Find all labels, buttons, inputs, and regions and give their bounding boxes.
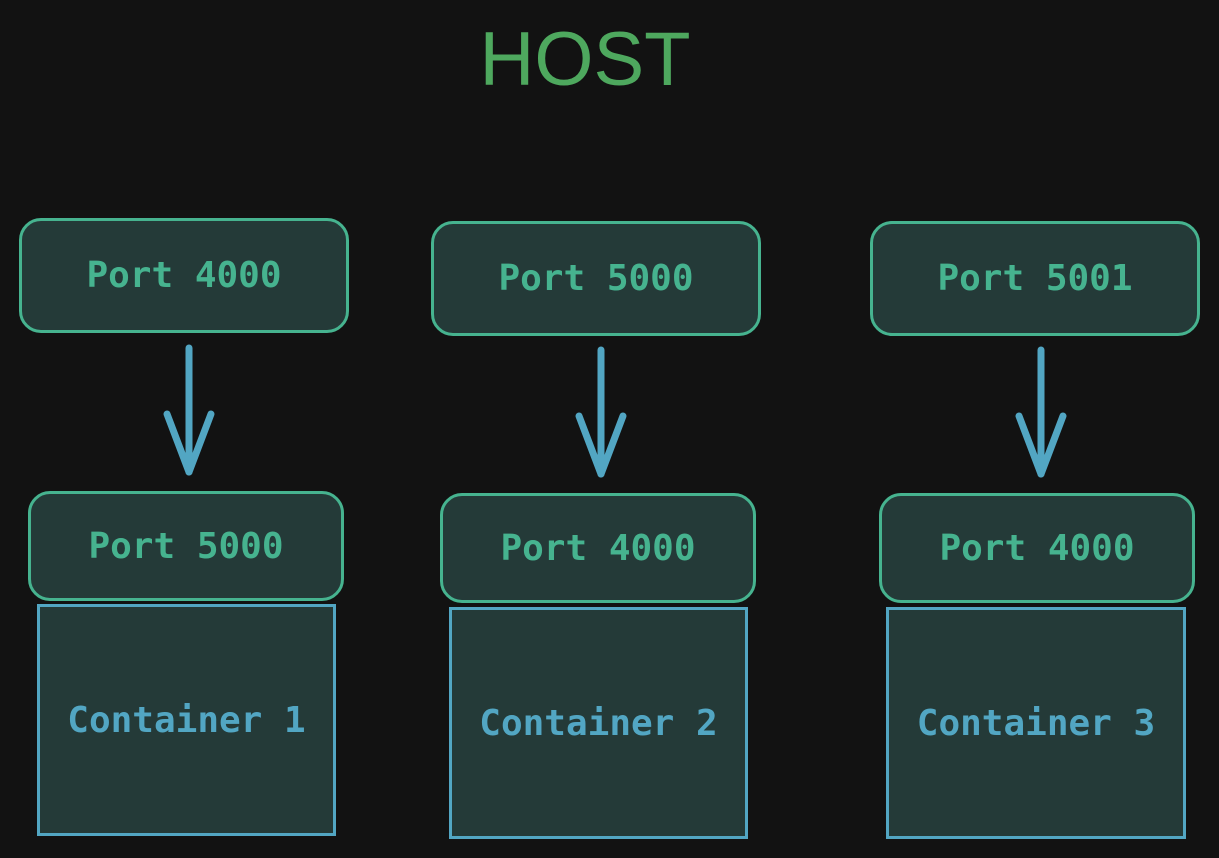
container-port-box-2: Port 4000 <box>440 493 756 603</box>
host-port-box-2: Port 5000 <box>431 221 761 336</box>
container-port-box-3: Port 4000 <box>879 493 1195 603</box>
container-label-3: Container 3 <box>916 702 1156 744</box>
container-box-1: Container 1 <box>37 604 336 836</box>
host-port-label-2: Port 5000 <box>498 258 694 299</box>
container-port-label-2: Port 4000 <box>500 527 696 569</box>
host-port-label-3: Port 5001 <box>937 258 1133 299</box>
container-label-1: Container 1 <box>67 699 306 741</box>
container-port-box-1: Port 5000 <box>28 491 344 601</box>
container-port-label-3: Port 4000 <box>939 527 1135 569</box>
host-port-box-1: Port 4000 <box>19 218 349 333</box>
host-port-label-1: Port 4000 <box>86 255 282 296</box>
arrow-down-icon-1 <box>163 344 215 476</box>
arrow-down-icon-3 <box>1015 346 1067 478</box>
arrow-down-icon-2 <box>575 346 627 478</box>
container-box-2: Container 2 <box>449 607 748 839</box>
container-label-2: Container 2 <box>479 702 718 744</box>
container-box-3: Container 3 <box>886 607 1186 839</box>
container-port-label-1: Port 5000 <box>88 525 284 567</box>
host-title: HOST <box>479 17 691 102</box>
host-port-box-3: Port 5001 <box>870 221 1200 336</box>
